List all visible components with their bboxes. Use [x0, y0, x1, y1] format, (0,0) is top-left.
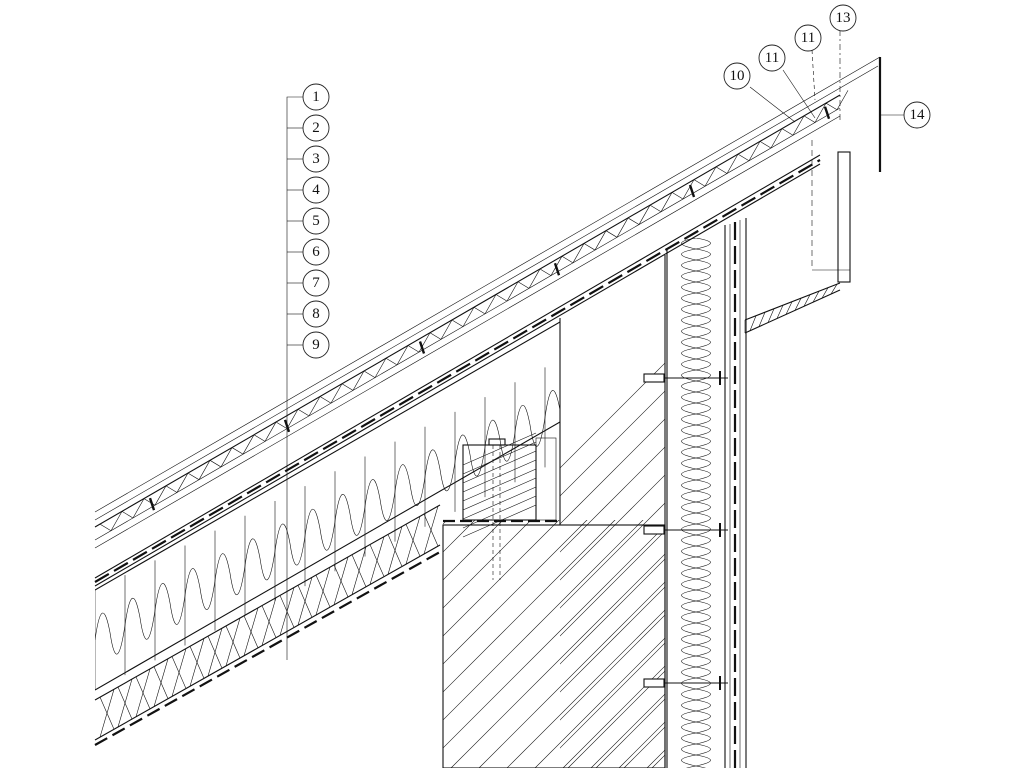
callout-5: 5: [302, 207, 330, 235]
callout-2: 2: [302, 114, 330, 142]
svg-text:6: 6: [312, 244, 320, 260]
callout-10: 10: [723, 62, 751, 90]
callout-9: 9: [302, 331, 330, 359]
svg-text:11: 11: [765, 50, 779, 66]
fascia-board: [744, 30, 882, 334]
callout-8: 8: [302, 300, 330, 328]
wall-plate: [443, 432, 560, 580]
callout-6: 6: [302, 238, 330, 266]
callout-13: 13: [829, 4, 857, 32]
roof-membrane: [94, 154, 821, 587]
svg-text:11: 11: [801, 30, 815, 46]
callout-1: 1: [302, 83, 330, 111]
callout-labels: 1 2 3 4 5 6 7 8 9 10 11 11 13 14: [302, 4, 931, 359]
callout-7: 7: [302, 269, 330, 297]
callout-11a: 11: [758, 44, 786, 72]
callout-3: 3: [302, 145, 330, 173]
facade-insulation: [643, 218, 747, 768]
roof-covering: [94, 56, 881, 549]
svg-text:2: 2: [312, 120, 320, 136]
callout-14: 14: [903, 101, 931, 129]
svg-text:5: 5: [312, 213, 320, 229]
svg-text:7: 7: [312, 275, 320, 291]
callout-11b: 11: [794, 24, 822, 52]
svg-text:9: 9: [312, 337, 320, 353]
svg-text:10: 10: [730, 68, 745, 84]
rafter-insulation: [95, 321, 560, 691]
svg-text:1: 1: [312, 89, 320, 105]
svg-text:8: 8: [312, 306, 320, 322]
svg-text:4: 4: [312, 182, 320, 198]
callout-4: 4: [302, 176, 330, 204]
svg-text:13: 13: [836, 10, 851, 26]
svg-text:3: 3: [312, 151, 320, 167]
leader-lines: [286, 49, 904, 660]
svg-text:14: 14: [910, 107, 926, 123]
inner-lining: [94, 504, 441, 746]
